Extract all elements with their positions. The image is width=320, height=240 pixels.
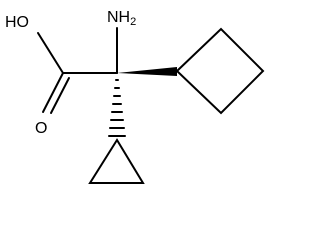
bond-carbonyl-inner bbox=[50, 77, 70, 114]
molecule-structure: HO NH2 O bbox=[5, 9, 265, 184]
amino-main: NH bbox=[107, 9, 130, 26]
cyclopropyl-ring bbox=[88, 138, 145, 184]
cyclobutyl-ring bbox=[175, 27, 265, 115]
amino-label: NH2 bbox=[107, 9, 136, 28]
bond-carbonyl-outer bbox=[42, 72, 64, 113]
wedge-bond-cyclobutyl bbox=[117, 67, 177, 76]
amino-subscript: 2 bbox=[130, 16, 136, 28]
bond-carboxyl-c-oh bbox=[37, 32, 64, 74]
carbonyl-oxygen-label: O bbox=[35, 120, 47, 137]
hydroxyl-label: HO bbox=[5, 14, 29, 31]
hashed-bond-cyclopropyl bbox=[108, 79, 126, 137]
